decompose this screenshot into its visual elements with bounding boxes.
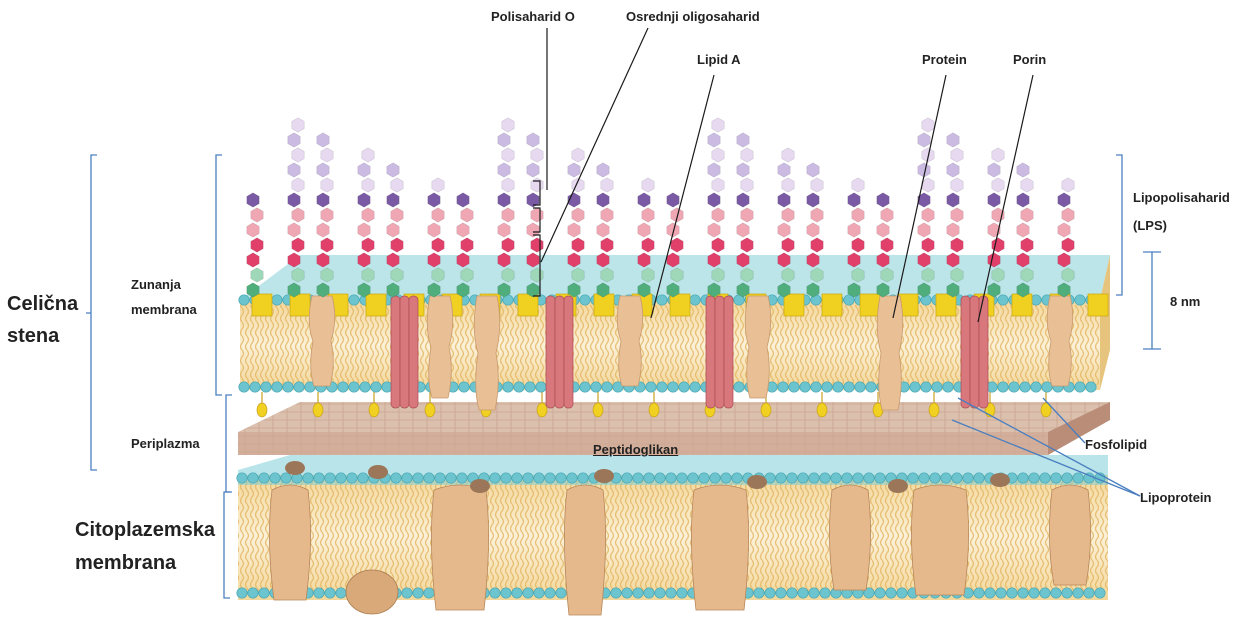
label-8nm: 8 nm xyxy=(1170,294,1200,309)
label-fosfolipid: Fosfolipid xyxy=(1085,437,1147,452)
label-periplazma: Periplazma xyxy=(131,436,200,451)
zunanja-membrana-bracket xyxy=(216,155,222,395)
lps-bracket xyxy=(1116,155,1122,295)
label-membrana-citoplazemska: membrana xyxy=(75,549,176,577)
label-osrednji-oligosaharid: Osrednji oligosaharid xyxy=(626,9,760,24)
label-membrana-zunanja: membrana xyxy=(131,302,197,317)
label-lipid-a: Lipid A xyxy=(697,52,741,67)
label-lipopolisaharid: Lipopolisaharid xyxy=(1133,190,1230,205)
leader-osrednji xyxy=(541,28,648,262)
label-protein: Protein xyxy=(922,52,967,67)
cytoplasmic-membrane xyxy=(237,455,1108,615)
label-citoplazemska: Citoplazemska xyxy=(75,516,215,544)
label-porin: Porin xyxy=(1013,52,1046,67)
periplazma-bracket xyxy=(226,395,232,492)
citoplazemska-bracket xyxy=(224,492,230,598)
label-celicna: Celična xyxy=(7,290,78,318)
label-polisaharid-o: Polisaharid O xyxy=(491,9,575,24)
label-stena: stena xyxy=(7,322,59,350)
size-8nm-bracket xyxy=(1143,252,1161,349)
label-lipoprotein: Lipoprotein xyxy=(1140,490,1212,505)
label-peptidoglikan: Peptidoglikan xyxy=(593,442,678,457)
celicna-stena-bracket xyxy=(86,155,97,470)
label-lps: (LPS) xyxy=(1133,218,1167,233)
lipoproteins xyxy=(257,392,1051,417)
label-zunanja: Zunanja xyxy=(131,277,181,292)
